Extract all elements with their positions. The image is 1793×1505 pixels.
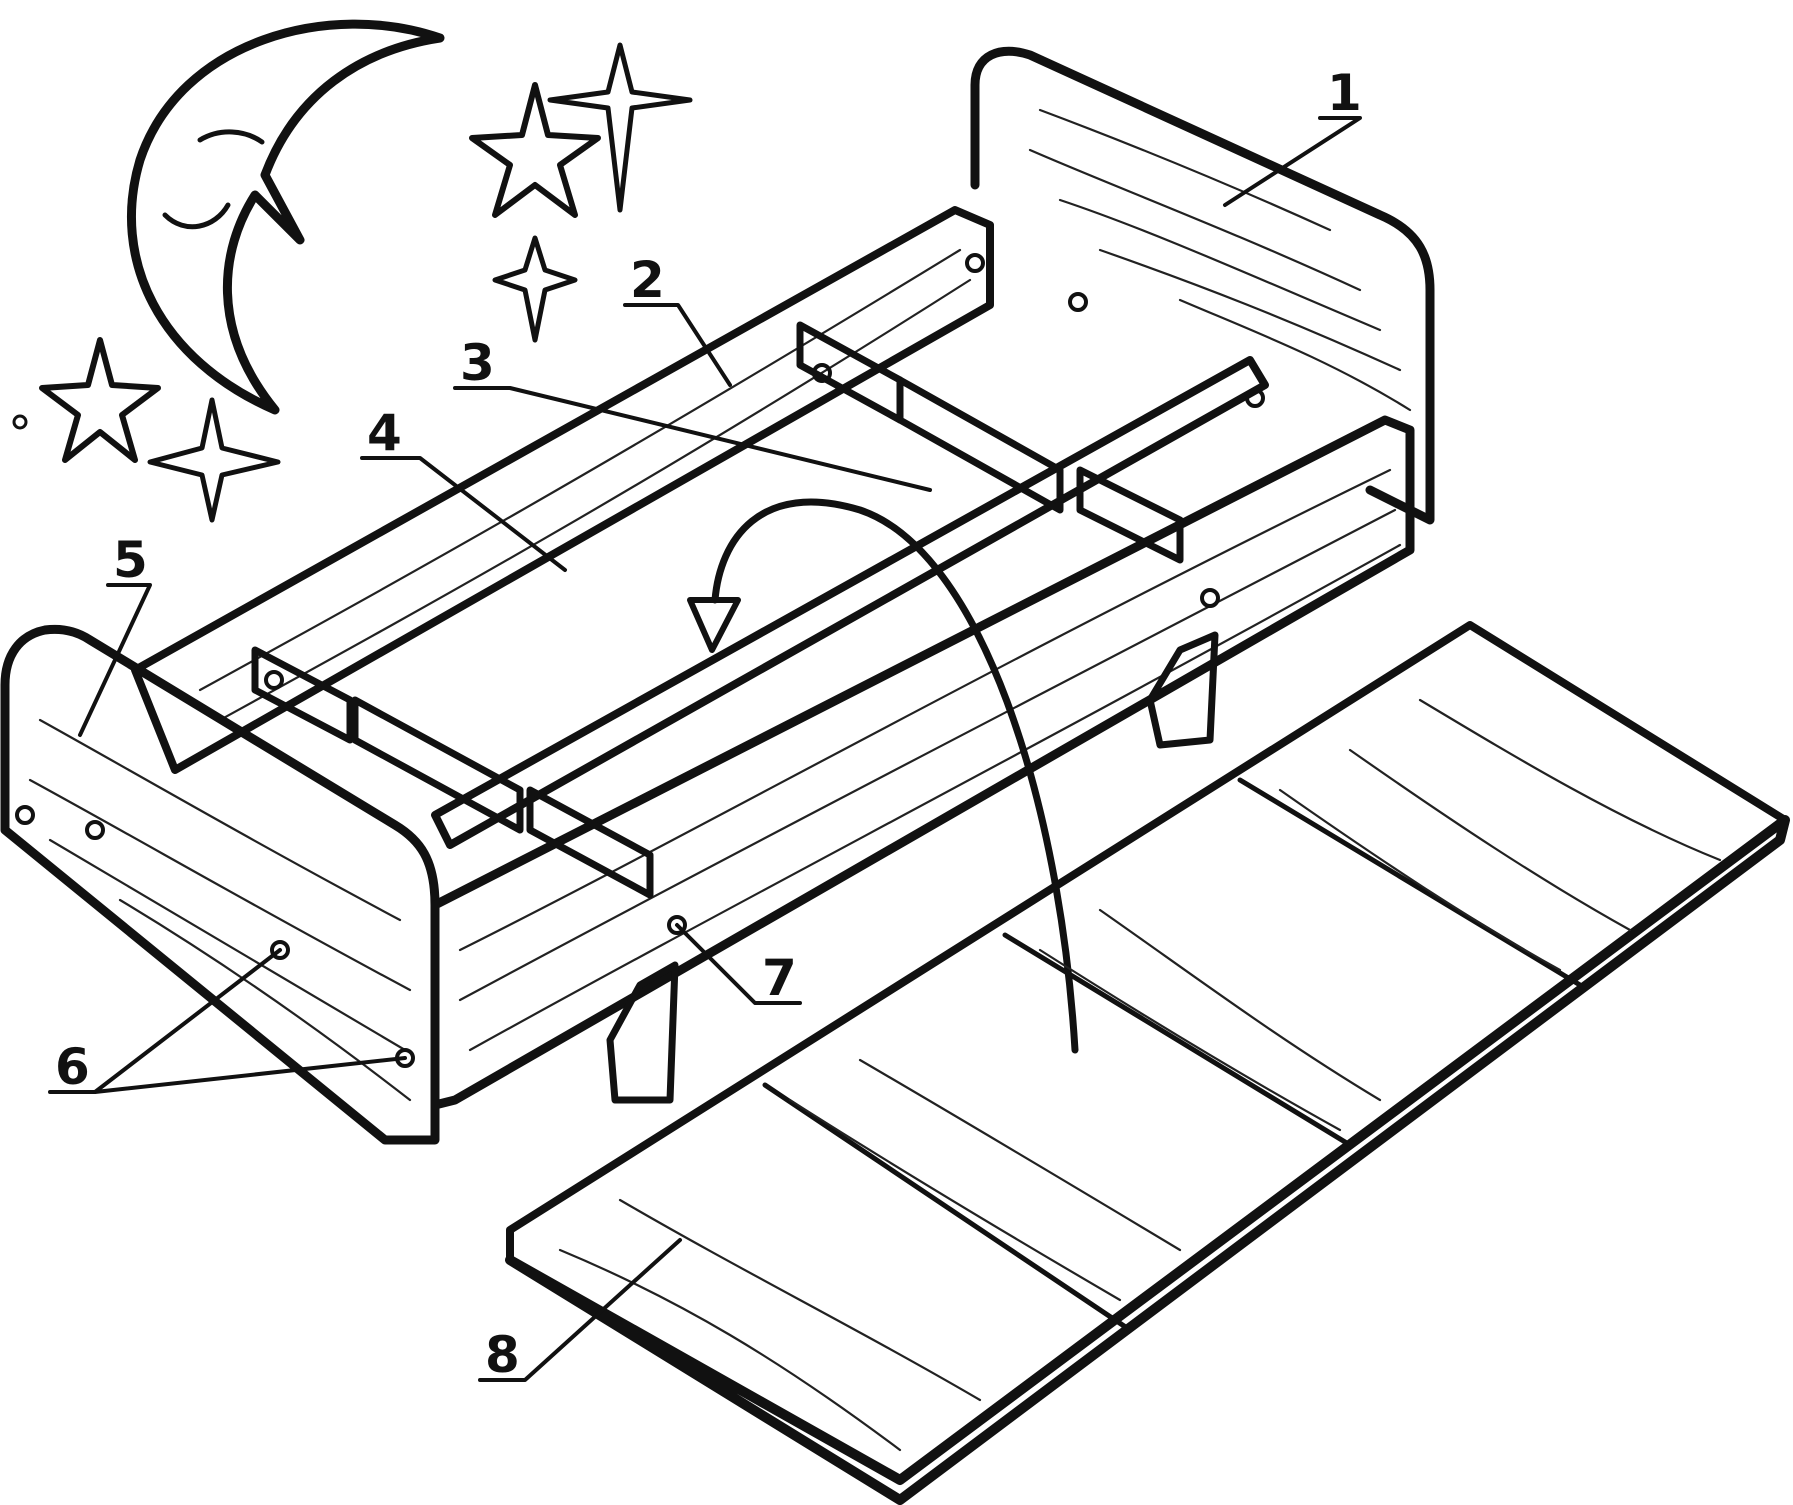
footboard-panel: [0, 624, 440, 1145]
far-rail-grain: [198, 248, 972, 722]
night-sky-decoration: [12, 19, 693, 523]
bed-leg: [606, 961, 679, 1104]
far-side-rail: [131, 206, 994, 774]
near-rail-grain: [458, 468, 1402, 1052]
headboard-grain: [1028, 108, 1412, 412]
moon-eye: [197, 129, 265, 145]
screw-icon: [15, 805, 35, 825]
moon-mouth: [162, 202, 231, 230]
callout-labels: 1 2 3 4 5 6 7 8: [55, 64, 1362, 1384]
board-seam: [762, 1082, 1133, 1333]
callout-3: 3: [460, 334, 495, 392]
board-seam: [1002, 932, 1353, 1148]
footboard-grain: [28, 718, 412, 1102]
arrow-head-icon: [687, 597, 741, 653]
screws: [15, 253, 1265, 1068]
bed-leg: [1146, 631, 1219, 749]
screw-icon: [965, 253, 985, 273]
base-board-grain: [558, 698, 1722, 1452]
leader-lines: [48, 116, 1362, 1382]
callout-1: 1: [1327, 64, 1362, 122]
callout-2: 2: [630, 251, 665, 309]
callout-7: 7: [762, 949, 797, 1007]
center-beam: [431, 356, 1269, 849]
callout-5: 5: [113, 531, 148, 589]
cross-slats: [251, 321, 1184, 899]
screw-icon: [264, 670, 284, 690]
screw-icon: [1245, 388, 1265, 408]
near-side-rail: [430, 415, 1415, 1110]
base-board-edge: [505, 815, 1790, 1505]
callout-4: 4: [367, 404, 402, 462]
base-board: [505, 621, 1790, 1505]
small-star-dot: [12, 414, 28, 430]
placement-arrow: [711, 498, 1079, 1054]
screw-icon: [85, 820, 105, 840]
star-icon: [147, 397, 281, 523]
screw-icon: [1200, 588, 1220, 608]
star-icon: [492, 235, 578, 343]
star-icon: [39, 337, 161, 463]
star-icon: [547, 42, 693, 213]
star-icon: [469, 82, 601, 218]
callout-6: 6: [55, 1038, 90, 1096]
crescent-moon-icon: [127, 19, 445, 415]
headboard-panel: [970, 46, 1435, 525]
board-seam: [1237, 777, 1583, 988]
screw-icon: [812, 363, 832, 383]
bed-frame: [0, 46, 1435, 1145]
screw-icon: [1068, 292, 1088, 312]
callout-8: 8: [485, 1326, 520, 1384]
screw-icon: [667, 915, 687, 935]
screw-icon: [270, 940, 290, 960]
